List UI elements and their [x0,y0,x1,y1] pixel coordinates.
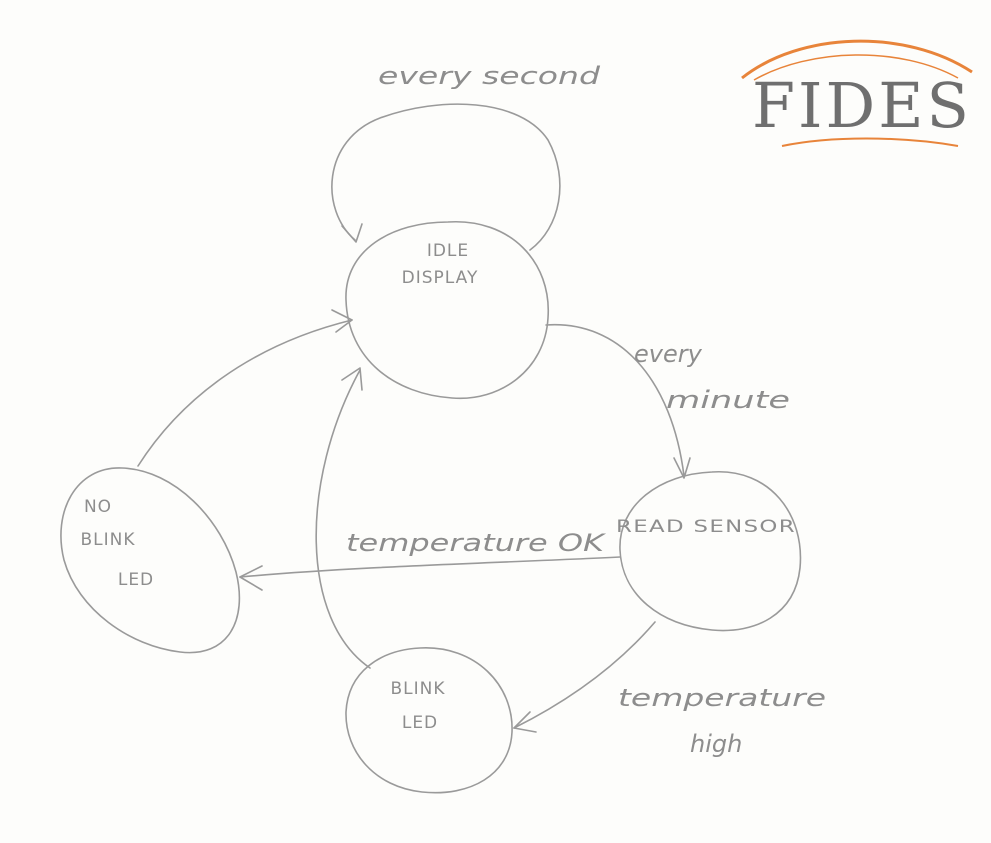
label-high: high [690,730,742,758]
arrow-read-to-no-blink-head [239,565,263,591]
label-every: every [634,340,703,368]
state-no-blink-led: NO BLINK LED [60,467,241,654]
arrow-idle-to-read-head [673,457,691,479]
state-idle-label-1: IDLE [427,241,469,261]
state-idle-label-2: DISPLAY [402,268,479,288]
arrow-read-to-no-blink [239,556,621,578]
state-blink-led: BLINK LED [345,647,513,794]
state-read-label: READ SENSOR [616,517,796,537]
arrow-no-blink-to-idle-head [331,309,353,333]
state-idle-display: IDLE DISPLAY [345,221,549,400]
logo-arc-top-inner [753,54,959,81]
self-loop-arrow [331,103,561,251]
arrow-idle-to-read [545,324,685,477]
arrow-read-to-blink [513,621,656,729]
transition-no-blink-to-idle [137,309,353,467]
state-no-blink-label-1: NO [84,497,112,517]
fides-logo: FIDES [741,39,973,147]
state-blink-circle [345,647,513,794]
state-no-blink-circle [60,467,241,654]
logo-arc-top [741,39,973,80]
arrow-blink-to-idle [315,369,371,669]
logo-arc-bottom [781,137,959,147]
logo-wordmark: FIDES [752,69,972,142]
label-minute: minute [666,386,790,414]
label-every-second: every second [378,62,601,90]
arrow-no-blink-to-idle [137,319,353,467]
state-blink-label-1: BLINK [390,679,445,699]
arrow-blink-to-idle-head [341,367,363,391]
transition-temperature-high: temperature high [513,621,826,758]
label-temperature-ok: temperature OK [346,529,607,557]
self-loop-arrowhead [341,223,363,243]
transition-every-second: every second [331,62,601,251]
state-no-blink-label-3: LED [118,570,154,590]
arrow-read-to-blink-head [513,711,537,733]
state-read-sensor: READ SENSOR [616,471,802,632]
transition-every-minute: every minute [545,324,790,479]
state-idle-circle [345,221,549,400]
label-temperature: temperature [618,684,826,712]
transition-blink-to-idle [315,367,371,669]
state-no-blink-label-2: BLINK [80,530,135,550]
transition-temperature-ok: temperature OK [239,529,621,591]
state-blink-label-2: LED [402,713,438,733]
state-read-circle [619,471,802,632]
